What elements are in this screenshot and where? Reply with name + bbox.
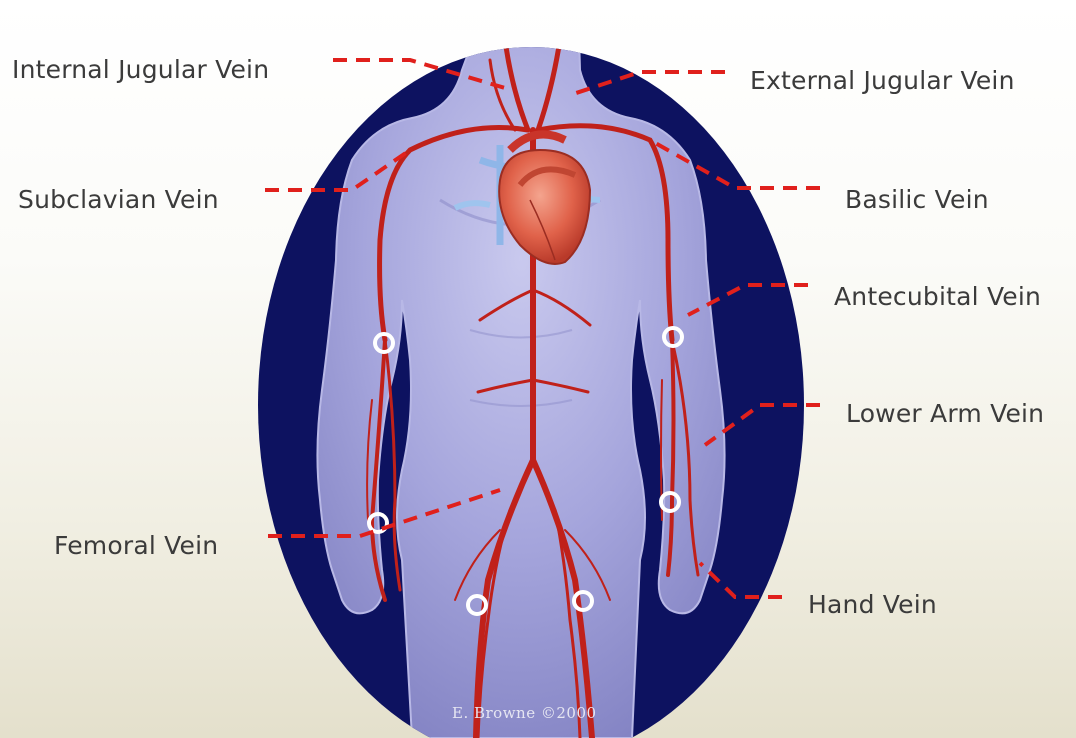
label-hand-vein: Hand Vein bbox=[808, 590, 937, 619]
label-femoral-vein: Femoral Vein bbox=[54, 531, 218, 560]
label-basilic-vein: Basilic Vein bbox=[845, 185, 989, 214]
label-external-jugular-vein: External Jugular Vein bbox=[750, 66, 1015, 95]
label-antecubital-vein: Antecubital Vein bbox=[834, 282, 1041, 311]
label-lower-arm-vein: Lower Arm Vein bbox=[846, 399, 1044, 428]
label-subclavian-vein: Subclavian Vein bbox=[18, 185, 219, 214]
credit-text: E. Browne ©2000 bbox=[452, 704, 597, 722]
label-internal-jugular-vein: Internal Jugular Vein bbox=[12, 55, 269, 84]
